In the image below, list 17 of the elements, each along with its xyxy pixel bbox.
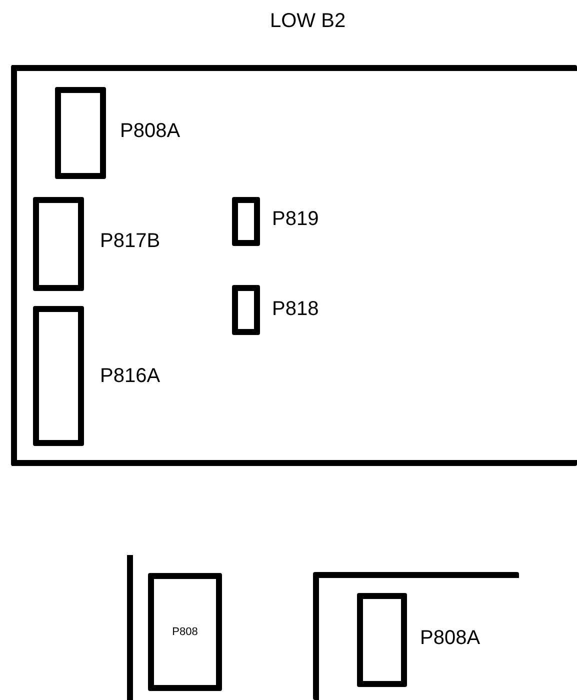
connector-label: P808A xyxy=(120,121,180,141)
connector-box xyxy=(148,573,222,691)
connector-label: P817B xyxy=(100,231,160,251)
board-outline xyxy=(313,572,519,700)
connector-outline xyxy=(33,197,84,291)
connector-outline xyxy=(55,87,106,179)
connector-label: P808A xyxy=(420,628,480,648)
board-outline xyxy=(11,65,577,466)
connector-label: P816A xyxy=(100,366,160,386)
connector-label: P818 xyxy=(272,299,319,319)
title: LOW B2 xyxy=(270,11,346,31)
connector-outline xyxy=(357,593,407,687)
connector-label: P819 xyxy=(272,209,319,229)
connector-outline xyxy=(232,197,260,246)
connector-outline xyxy=(232,285,260,335)
connector-label: P808 xyxy=(172,626,198,638)
connector-outline xyxy=(33,306,84,446)
